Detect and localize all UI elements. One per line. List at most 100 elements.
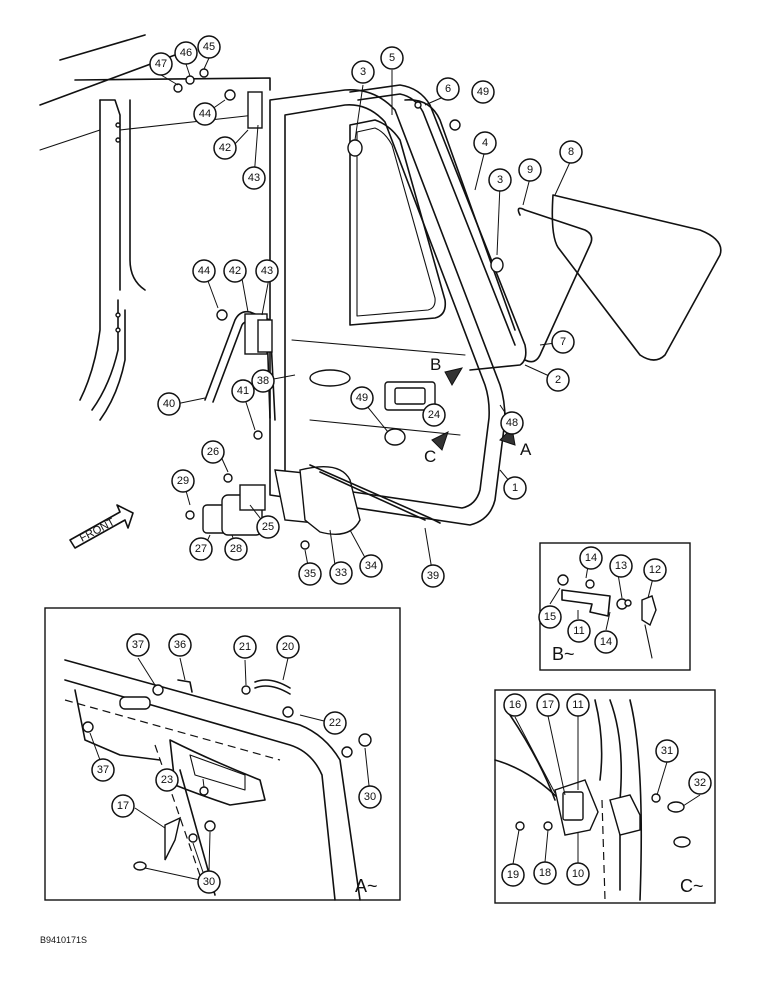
callout-41: 41 (231, 379, 255, 403)
svg-text:2: 2 (555, 374, 561, 386)
callout-13: 13 (609, 554, 633, 578)
svg-text:19: 19 (507, 869, 519, 881)
callout-47: 47 (149, 52, 173, 76)
callout-6: 6 (436, 77, 460, 101)
callout-14: 14 (579, 546, 603, 570)
callout-17: 17 (536, 693, 560, 717)
svg-text:8: 8 (568, 146, 574, 158)
interior-panel (309, 101, 504, 446)
svg-text:36: 36 (174, 639, 186, 651)
lock-parts (185, 464, 441, 550)
hinge-parts (216, 89, 273, 440)
view-a-panel: A~ (44, 607, 401, 901)
callout-22: 21 (233, 635, 257, 659)
callout-31: 31 (655, 739, 679, 763)
svg-text:47: 47 (155, 58, 167, 70)
callout-19: 19 (501, 863, 525, 887)
svg-text:17: 17 (117, 800, 129, 812)
svg-text:44: 44 (198, 265, 210, 277)
svg-text:25: 25 (262, 521, 274, 533)
view-c-label: C~ (680, 876, 704, 896)
callout-35: 35 (298, 562, 322, 586)
svg-text:1: 1 (512, 482, 518, 494)
callout-17: 17 (111, 794, 135, 818)
callout-49: 49 (350, 386, 374, 410)
svg-text:48: 48 (506, 417, 518, 429)
view-markers: B A C (424, 355, 532, 466)
svg-text:14: 14 (585, 552, 597, 564)
callout-30: 30 (197, 870, 221, 894)
callout-44: 44 (192, 259, 216, 283)
svg-text:28: 28 (230, 543, 242, 555)
callout-37: 37 (126, 633, 150, 657)
window-seals (349, 84, 722, 371)
svg-text:22: 22 (329, 717, 341, 729)
view-b-label: B~ (552, 644, 575, 664)
callout-2: 2 (546, 368, 570, 392)
svg-text:43: 43 (248, 172, 260, 184)
view-a-label: A~ (355, 876, 378, 896)
view-marker-b: B (430, 355, 441, 374)
svg-text:10: 10 (572, 868, 584, 880)
callout-38: 38 (251, 369, 275, 393)
svg-text:16: 16 (509, 699, 521, 711)
callout-43: 43 (242, 166, 266, 190)
callout-8: 8 (559, 140, 583, 164)
svg-text:42: 42 (219, 142, 231, 154)
svg-text:12: 12 (649, 564, 661, 576)
callout-42: 42 (223, 259, 247, 283)
drawing-code: B9410171S (40, 935, 87, 945)
svg-text:38: 38 (257, 375, 269, 387)
callout-15: 15 (538, 605, 562, 629)
callout-46: 46 (174, 41, 198, 65)
svg-text:21: 21 (239, 641, 251, 653)
callout-12: 12 (643, 558, 667, 582)
svg-text:49: 49 (477, 86, 489, 98)
callout-26: 26 (201, 440, 225, 464)
callout-7: 7 (551, 330, 575, 354)
callout-39: 39 (421, 564, 445, 588)
svg-text:45: 45 (203, 41, 215, 53)
callout-30: 30 (358, 785, 382, 809)
svg-text:44: 44 (199, 108, 211, 120)
svg-text:26: 26 (207, 446, 219, 458)
svg-text:37: 37 (132, 639, 144, 651)
svg-text:11: 11 (573, 625, 584, 637)
view-b-panel: B~ (539, 542, 691, 671)
cab-frame (39, 34, 271, 421)
svg-text:29: 29 (177, 475, 189, 487)
callout-43: 43 (255, 259, 279, 283)
callout-14: 14 (594, 630, 618, 654)
callout-36: 36 (168, 633, 192, 657)
callout-45: 45 (197, 35, 221, 59)
svg-text:24: 24 (428, 409, 440, 421)
callout-49: 49 (471, 80, 495, 104)
callout-24: 24 (422, 403, 446, 427)
svg-text:30: 30 (364, 791, 376, 803)
callout-3: 3 (488, 168, 512, 192)
callout-11: 11 (566, 693, 590, 717)
callout-29: 29 (171, 469, 195, 493)
callout-33: 33 (329, 561, 353, 585)
svg-text:42: 42 (229, 265, 241, 277)
callout-40: 40 (157, 392, 181, 416)
svg-text:34: 34 (365, 560, 377, 572)
callout-21: 22 (323, 711, 347, 735)
svg-text:33: 33 (335, 567, 347, 579)
svg-text:30: 30 (203, 876, 215, 888)
callout-3: 3 (351, 60, 375, 84)
door-assembly (269, 89, 506, 526)
front-arrow: FRONT (69, 504, 134, 549)
svg-text:11: 11 (572, 699, 583, 711)
callout-42: 42 (213, 136, 237, 160)
svg-text:40: 40 (163, 398, 175, 410)
callout-20: 20 (276, 635, 300, 659)
callout-10: 10 (566, 862, 590, 886)
callout-34: 34 (359, 554, 383, 578)
callout-27: 27 (189, 537, 213, 561)
callout-18: 18 (533, 861, 557, 885)
svg-text:41: 41 (237, 385, 249, 397)
svg-text:3: 3 (497, 174, 503, 186)
svg-text:9: 9 (527, 164, 533, 176)
